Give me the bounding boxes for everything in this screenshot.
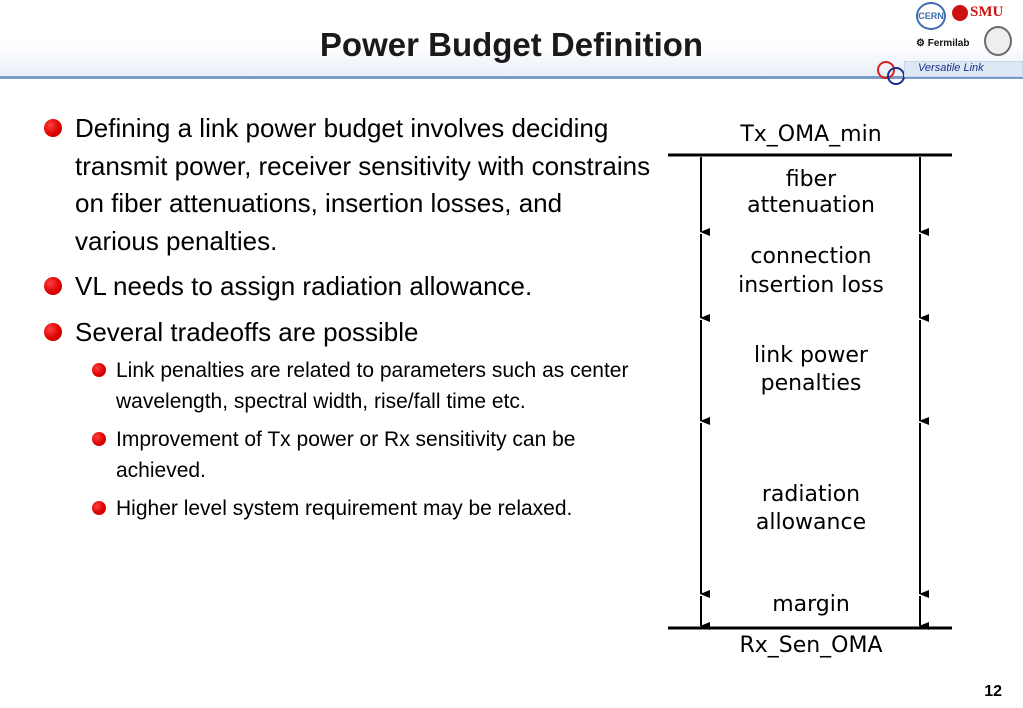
segment-label-line1: link power (754, 343, 868, 368)
segment-label-line1: fiber (785, 167, 837, 192)
slide-title: Power Budget Definition (319, 26, 704, 63)
segment-label-line1: radiation (761, 482, 861, 507)
bullet-dot-icon (44, 277, 62, 295)
logo-cluster: CERN SMU ⚙ Fermilab (912, 0, 1020, 62)
power-budget-diagram: Tx_OMA_min fiber attenuation connection … (652, 108, 970, 664)
page-number: 12 (984, 683, 1002, 700)
segment-label-line2: attenuation (747, 193, 875, 218)
sub-bullet-item: Improvement of Tx power or Rx sensitivit… (42, 424, 652, 486)
fermilab-logo: ⚙ Fermilab (916, 38, 970, 49)
smu-logo: SMU (952, 4, 1012, 24)
bullet-text: Several tradeoffs are possible (75, 316, 419, 347)
sub-bullet-text: Link penalties are related to parameters… (116, 359, 629, 413)
segment-label-line2: penalties (760, 371, 862, 396)
sub-bullet-dot-icon (92, 363, 106, 377)
sub-bullet-item: Link penalties are related to parameters… (42, 355, 652, 417)
header-band (0, 0, 1023, 78)
segment-label-line1: margin (772, 592, 850, 617)
sub-bullet-text: Higher level system requirement may be r… (116, 497, 573, 520)
smu-logo-text: SMU (970, 4, 1004, 20)
rx-sen-oma-label: Rx_Sen_OMA (739, 633, 883, 658)
bullet-dot-icon (44, 119, 62, 137)
bullet-text: Defining a link power budget involves de… (75, 113, 651, 256)
sub-bullet-dot-icon (92, 432, 106, 446)
bullet-text: VL needs to assign radiation allowance. (75, 271, 533, 301)
oxford-crest-logo (984, 26, 1012, 56)
smu-seal-icon (952, 4, 968, 21)
sub-bullet-dot-icon (92, 501, 106, 515)
bullet-item: Several tradeoffs are possible (42, 314, 652, 352)
cern-logo: CERN (916, 2, 946, 30)
power-budget-diagram-graphic (668, 153, 952, 630)
sub-bullet-text: Improvement of Tx power or Rx sensitivit… (116, 428, 576, 482)
segment-label-line2: allowance (755, 510, 867, 535)
tx-oma-min-label: Tx_OMA_min (740, 122, 882, 147)
bullet-item: VL needs to assign radiation allowance. (42, 268, 652, 306)
versatile-link-label: Versatile Link (918, 62, 984, 74)
bullet-list: Defining a link power budget involves de… (42, 110, 652, 531)
bullet-item: Defining a link power budget involves de… (42, 110, 652, 260)
segment-label-line1: connection (750, 244, 872, 269)
fermilab-logo-text: Fermilab (927, 38, 970, 49)
header-divider (0, 76, 1023, 79)
segment-label-line2: insertion loss (738, 273, 884, 298)
sub-bullet-item: Higher level system requirement may be r… (42, 493, 652, 524)
bullet-dot-icon (44, 322, 62, 341)
